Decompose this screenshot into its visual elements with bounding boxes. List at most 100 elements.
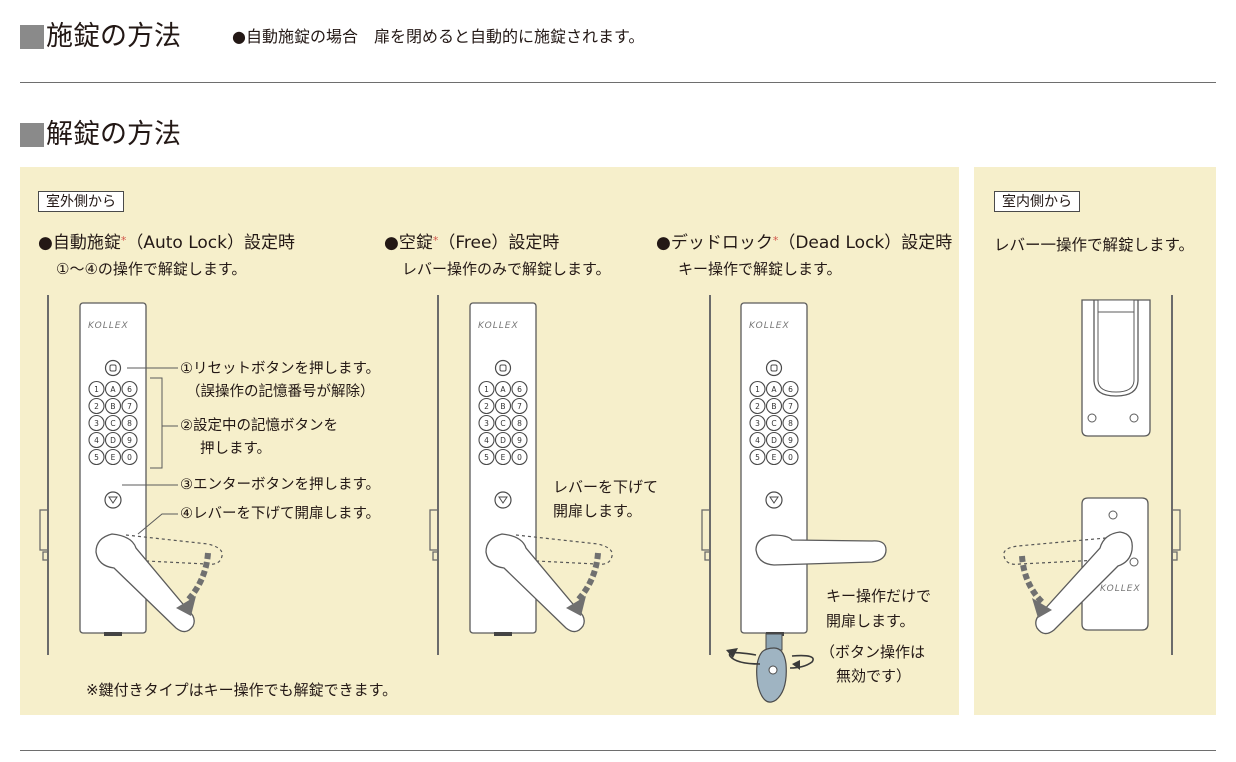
reset-button[interactable] — [104, 359, 122, 377]
svg-text:1: 1 — [94, 385, 99, 394]
svg-text:8: 8 — [517, 419, 522, 428]
key-C[interactable]: C — [104, 414, 122, 432]
key-2[interactable]: 2 — [88, 397, 105, 415]
indoor-tag: 室内側から — [994, 191, 1080, 212]
svg-text:8: 8 — [127, 419, 132, 428]
key-note-1: キー操作だけで — [826, 587, 932, 605]
key-D[interactable]: D — [494, 431, 512, 449]
svg-text:D: D — [110, 436, 116, 445]
divider-bottom — [20, 750, 1216, 751]
key-2[interactable]: 2 — [478, 397, 495, 415]
key-1[interactable]: 1 — [88, 380, 105, 398]
key-3[interactable]: 3 — [749, 414, 766, 432]
free-lever-note-1: レバーを下げて — [553, 478, 659, 496]
svg-text:1: 1 — [484, 385, 489, 394]
svg-text:E: E — [501, 453, 506, 462]
brand-logo: KOLLEX — [749, 321, 790, 331]
step-3-text: ③エンターボタンを押します。 — [180, 477, 381, 493]
key-E[interactable]: E — [765, 448, 783, 466]
step-2-sub-text: 押します。 — [200, 441, 272, 457]
key-9[interactable]: 9 — [782, 431, 799, 449]
key-0[interactable]: 0 — [121, 448, 138, 466]
key-4[interactable]: 4 — [749, 431, 766, 449]
key-note-2: 開扉します。 — [826, 612, 915, 630]
key-7[interactable]: 7 — [511, 397, 528, 415]
svg-text:7: 7 — [517, 402, 522, 411]
lock-section-title: 施錠の方法 — [46, 21, 181, 52]
key-1[interactable]: 1 — [749, 380, 766, 398]
key-0[interactable]: 0 — [782, 448, 799, 466]
key-E[interactable]: E — [104, 448, 122, 466]
svg-text:E: E — [772, 453, 777, 462]
svg-text:5: 5 — [94, 453, 99, 462]
svg-text:1: 1 — [755, 385, 760, 394]
key-8[interactable]: 8 — [121, 414, 138, 432]
key-5[interactable]: 5 — [749, 448, 766, 466]
svg-text:9: 9 — [517, 436, 522, 445]
key-6[interactable]: 6 — [121, 380, 138, 398]
key-B[interactable]: B — [104, 397, 122, 415]
enter-button[interactable] — [104, 491, 122, 509]
svg-text:B: B — [110, 402, 115, 411]
key-4[interactable]: 4 — [88, 431, 105, 449]
svg-text:6: 6 — [127, 385, 132, 394]
key-4[interactable]: 4 — [478, 431, 495, 449]
svg-text:3: 3 — [94, 419, 99, 428]
svg-text:C: C — [110, 419, 115, 428]
key-6[interactable]: 6 — [511, 380, 528, 398]
key-D[interactable]: D — [104, 431, 122, 449]
enter-button[interactable] — [494, 491, 512, 509]
reset-button[interactable] — [494, 359, 512, 377]
key-B[interactable]: B — [765, 397, 783, 415]
reset-button[interactable] — [765, 359, 783, 377]
svg-text:A: A — [110, 385, 116, 394]
lock-section-note: ●自動施錠の場合 扉を閉めると自動的に施錠されます。 — [232, 27, 645, 46]
heading-square-icon — [20, 123, 44, 147]
svg-text:D: D — [500, 436, 506, 445]
key-3[interactable]: 3 — [478, 414, 495, 432]
brand-logo: KOLLEX — [88, 321, 129, 331]
key-note-3: （ボタン操作は — [820, 643, 926, 661]
key-5[interactable]: 5 — [88, 448, 105, 466]
key-0[interactable]: 0 — [511, 448, 528, 466]
key-E[interactable]: E — [494, 448, 512, 466]
step-1-text: ①リセットボタンを押します。 — [180, 361, 381, 377]
brand-logo: KOLLEX — [1100, 584, 1141, 594]
step-2-text: ②設定中の記憶ボタンを — [180, 418, 338, 434]
key-7[interactable]: 7 — [121, 397, 138, 415]
key-5[interactable]: 5 — [478, 448, 495, 466]
enter-button[interactable] — [765, 491, 783, 509]
footnote: ※鍵付きタイプはキー操作でも解錠できます。 — [86, 681, 398, 699]
key-3[interactable]: 3 — [88, 414, 105, 432]
svg-text:0: 0 — [788, 453, 793, 462]
key-A[interactable]: A — [494, 380, 512, 398]
key-9[interactable]: 9 — [511, 431, 528, 449]
svg-text:A: A — [771, 385, 777, 394]
free-lever-note-2: 開扉します。 — [553, 502, 642, 520]
key-A[interactable]: A — [765, 380, 783, 398]
reset-icon — [499, 364, 507, 372]
key-D[interactable]: D — [765, 431, 783, 449]
key-6[interactable]: 6 — [782, 380, 799, 398]
brand-logo: KOLLEX — [478, 321, 519, 331]
reset-icon — [770, 364, 778, 372]
key-7[interactable]: 7 — [782, 397, 799, 415]
key-C[interactable]: C — [765, 414, 783, 432]
key-A[interactable]: A — [104, 380, 122, 398]
auto-lock-sub: ①～④の操作で解錠します。 — [56, 260, 247, 278]
indoor-text: レバー一操作で解錠します。 — [994, 236, 1194, 254]
key-8[interactable]: 8 — [782, 414, 799, 432]
key-8[interactable]: 8 — [511, 414, 528, 432]
svg-text:7: 7 — [127, 402, 132, 411]
key-1[interactable]: 1 — [478, 380, 495, 398]
key-B[interactable]: B — [494, 397, 512, 415]
svg-text:2: 2 — [484, 402, 489, 411]
key-9[interactable]: 9 — [121, 431, 138, 449]
svg-text:2: 2 — [94, 402, 99, 411]
free-sub: レバー操作のみで解錠します。 — [402, 260, 611, 278]
key-2[interactable]: 2 — [749, 397, 766, 415]
key-C[interactable]: C — [494, 414, 512, 432]
